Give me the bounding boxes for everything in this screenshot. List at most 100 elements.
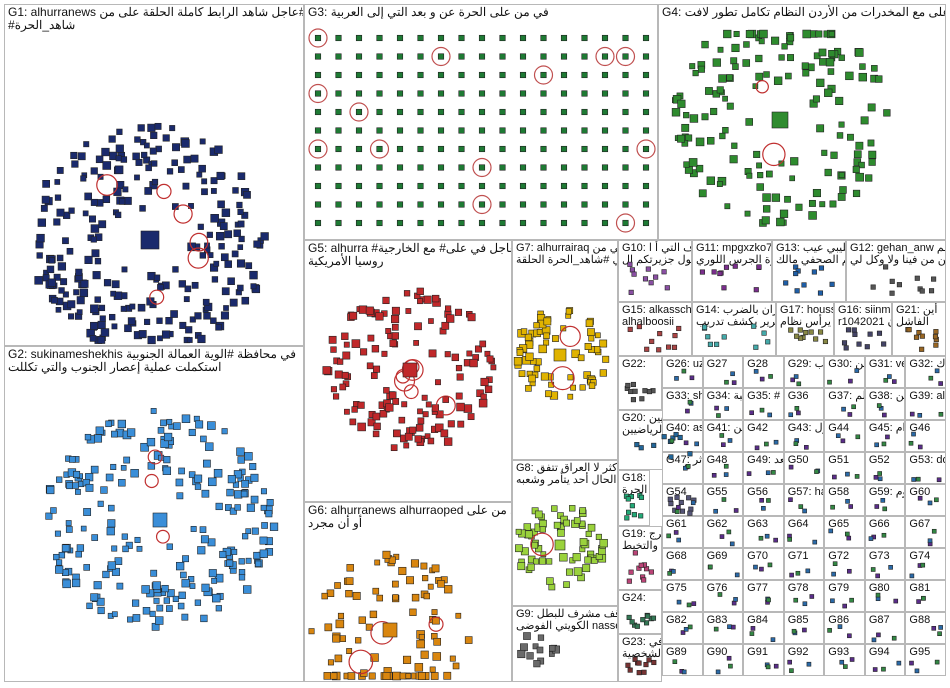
node[interactable] bbox=[582, 109, 588, 115]
node[interactable] bbox=[315, 202, 321, 208]
node[interactable] bbox=[81, 280, 88, 287]
node[interactable] bbox=[103, 196, 110, 203]
node[interactable] bbox=[640, 397, 645, 402]
node[interactable] bbox=[389, 392, 396, 399]
node[interactable] bbox=[557, 529, 564, 536]
node[interactable] bbox=[876, 633, 880, 637]
node[interactable] bbox=[392, 324, 398, 330]
node[interactable] bbox=[266, 511, 272, 517]
node[interactable] bbox=[672, 108, 680, 116]
node[interactable] bbox=[831, 152, 838, 159]
node[interactable] bbox=[62, 569, 68, 575]
node[interactable] bbox=[397, 128, 403, 134]
node[interactable] bbox=[809, 200, 815, 206]
node[interactable] bbox=[383, 551, 390, 558]
node[interactable] bbox=[629, 290, 634, 295]
node[interactable] bbox=[684, 162, 690, 168]
node[interactable] bbox=[106, 474, 113, 481]
node[interactable] bbox=[417, 409, 422, 414]
node[interactable] bbox=[519, 371, 525, 377]
node[interactable] bbox=[369, 673, 375, 679]
node[interactable] bbox=[527, 653, 534, 660]
node[interactable] bbox=[250, 463, 256, 469]
node[interactable] bbox=[216, 232, 224, 240]
node[interactable] bbox=[653, 275, 658, 280]
node[interactable] bbox=[625, 516, 630, 521]
node[interactable] bbox=[731, 372, 735, 376]
node[interactable] bbox=[724, 464, 728, 468]
node[interactable] bbox=[173, 596, 178, 601]
node[interactable] bbox=[529, 375, 536, 382]
node[interactable] bbox=[309, 629, 314, 634]
node[interactable] bbox=[221, 254, 228, 261]
node[interactable] bbox=[727, 530, 731, 534]
node[interactable] bbox=[93, 271, 101, 279]
node[interactable] bbox=[788, 498, 792, 502]
hub-node[interactable] bbox=[383, 623, 397, 637]
node[interactable] bbox=[561, 109, 567, 115]
node[interactable] bbox=[929, 288, 934, 293]
node[interactable] bbox=[727, 625, 731, 629]
node[interactable] bbox=[677, 600, 681, 604]
node[interactable] bbox=[633, 389, 638, 394]
node[interactable] bbox=[832, 572, 836, 576]
node[interactable] bbox=[500, 35, 506, 41]
node[interactable] bbox=[788, 328, 793, 333]
node[interactable] bbox=[459, 91, 465, 97]
node[interactable] bbox=[217, 172, 224, 179]
node[interactable] bbox=[819, 49, 826, 56]
node[interactable] bbox=[209, 569, 216, 576]
node[interactable] bbox=[676, 505, 680, 509]
node[interactable] bbox=[178, 167, 184, 173]
node[interactable] bbox=[323, 367, 331, 375]
node[interactable] bbox=[138, 125, 145, 132]
node[interactable] bbox=[444, 672, 451, 679]
node[interactable] bbox=[644, 662, 649, 667]
node[interactable] bbox=[428, 438, 434, 444]
node[interactable] bbox=[869, 537, 873, 541]
node[interactable] bbox=[250, 271, 258, 279]
node[interactable] bbox=[96, 427, 104, 435]
node[interactable] bbox=[238, 173, 245, 180]
node[interactable] bbox=[233, 188, 239, 194]
node[interactable] bbox=[718, 47, 723, 52]
node[interactable] bbox=[121, 306, 126, 311]
node[interactable] bbox=[561, 146, 567, 152]
node[interactable] bbox=[167, 168, 173, 174]
node[interactable] bbox=[87, 603, 93, 609]
node[interactable] bbox=[790, 573, 794, 577]
node[interactable] bbox=[693, 70, 699, 76]
node[interactable] bbox=[431, 672, 438, 679]
node[interactable] bbox=[760, 408, 764, 412]
node[interactable] bbox=[819, 266, 824, 271]
node[interactable] bbox=[411, 560, 418, 567]
node[interactable] bbox=[127, 429, 135, 437]
node[interactable] bbox=[630, 620, 635, 625]
node[interactable] bbox=[77, 297, 84, 304]
hub-node[interactable] bbox=[403, 363, 417, 377]
node[interactable] bbox=[635, 442, 640, 447]
node[interactable] bbox=[643, 388, 648, 393]
node[interactable] bbox=[150, 148, 156, 154]
node[interactable] bbox=[574, 518, 580, 524]
node[interactable] bbox=[331, 673, 337, 679]
node[interactable] bbox=[329, 336, 336, 343]
node[interactable] bbox=[520, 202, 526, 208]
node[interactable] bbox=[153, 582, 161, 590]
node[interactable] bbox=[180, 572, 186, 578]
node[interactable] bbox=[56, 560, 61, 565]
node[interactable] bbox=[200, 252, 206, 258]
node[interactable] bbox=[544, 333, 550, 339]
node[interactable] bbox=[104, 279, 111, 286]
node[interactable] bbox=[627, 579, 632, 584]
node[interactable] bbox=[315, 183, 321, 189]
node[interactable] bbox=[545, 391, 551, 397]
node[interactable] bbox=[623, 54, 629, 60]
node[interactable] bbox=[115, 558, 122, 565]
node[interactable] bbox=[200, 139, 205, 144]
node[interactable] bbox=[315, 165, 321, 171]
node[interactable] bbox=[627, 615, 632, 620]
node[interactable] bbox=[876, 574, 880, 578]
node[interactable] bbox=[419, 634, 424, 639]
node[interactable] bbox=[934, 498, 938, 502]
